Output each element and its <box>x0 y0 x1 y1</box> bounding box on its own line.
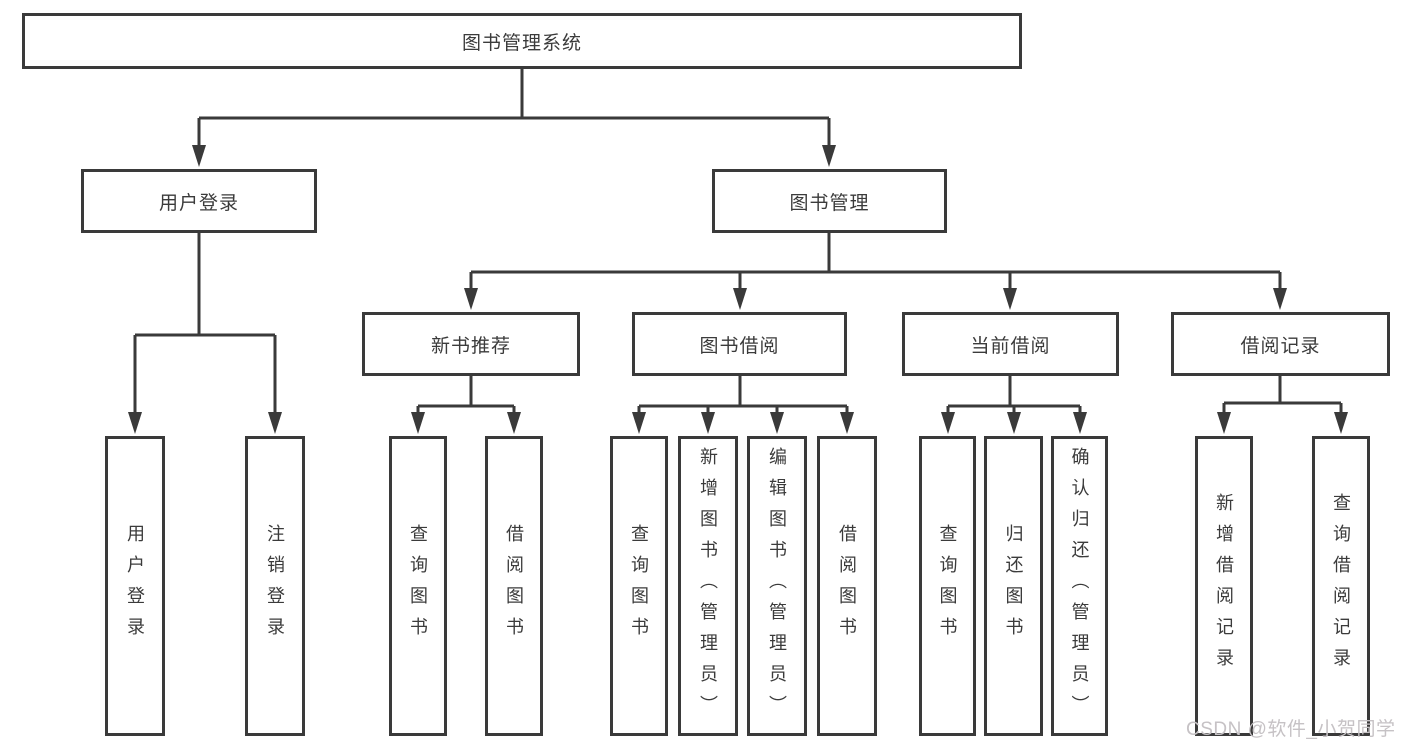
leaf-records-add-borrow-record-label: 新增借阅记录 <box>1214 493 1234 679</box>
leaf-records-query-borrow-record: 查询借阅记录 <box>1312 436 1370 736</box>
leaf-current-query-books: 查询图书 <box>919 436 976 736</box>
node-current-borrowing: 当前借阅 <box>902 312 1119 376</box>
leaf-logout-label: 注销登录 <box>265 524 285 648</box>
node-current-borrowing-label: 当前借阅 <box>970 335 1051 357</box>
node-system-root: 图书管理系统 <box>22 13 1022 69</box>
node-book-management-label: 图书管理 <box>789 192 870 214</box>
leaf-borrowing-edit-books-admin-label: 编辑图书（管理员） <box>767 446 787 726</box>
leaf-borrowing-borrow-books: 借阅图书 <box>817 436 877 736</box>
node-book-borrowing: 图书借阅 <box>632 312 847 376</box>
leaf-current-query-books-label: 查询图书 <box>937 524 958 648</box>
node-system-root-label: 图书管理系统 <box>461 32 582 54</box>
leaf-user-login: 用户登录 <box>105 436 165 736</box>
node-book-borrowing-label: 图书借阅 <box>699 335 780 357</box>
leaf-recommend-query-books: 查询图书 <box>389 436 447 736</box>
leaf-recommend-query-books-label: 查询图书 <box>408 524 428 648</box>
node-user-login-label: 用户登录 <box>158 192 239 214</box>
node-new-book-recommend: 新书推荐 <box>362 312 580 376</box>
leaf-borrowing-borrow-books-label: 借阅图书 <box>837 524 857 648</box>
leaf-borrowing-add-books-admin: 新增图书（管理员） <box>678 436 738 736</box>
watermark: CSDN @软件_小贺同学 <box>1186 719 1396 740</box>
node-borrow-records-label: 借阅记录 <box>1240 335 1321 357</box>
leaf-borrowing-add-books-admin-label: 新增图书（管理员） <box>698 446 718 726</box>
leaf-current-confirm-return-admin: 确认归还（管理员） <box>1051 436 1108 736</box>
leaf-records-query-borrow-record-label: 查询借阅记录 <box>1331 493 1351 679</box>
leaf-user-login-label: 用户登录 <box>125 524 145 648</box>
leaf-current-return-books: 归还图书 <box>984 436 1043 736</box>
node-new-book-recommend-label: 新书推荐 <box>430 335 511 357</box>
leaf-borrowing-edit-books-admin: 编辑图书（管理员） <box>747 436 807 736</box>
leaf-current-return-books-label: 归还图书 <box>1003 524 1024 648</box>
leaf-borrowing-query-books-label: 查询图书 <box>629 524 649 648</box>
leaf-current-confirm-return-admin-label: 确认归还（管理员） <box>1069 446 1090 726</box>
leaf-records-add-borrow-record: 新增借阅记录 <box>1195 436 1253 736</box>
leaf-recommend-borrow-books: 借阅图书 <box>485 436 543 736</box>
leaf-logout: 注销登录 <box>245 436 305 736</box>
node-book-management: 图书管理 <box>712 169 947 233</box>
node-user-login: 用户登录 <box>81 169 317 233</box>
arrowheads <box>128 145 1348 434</box>
leaf-borrowing-query-books: 查询图书 <box>610 436 668 736</box>
leaf-recommend-borrow-books-label: 借阅图书 <box>504 524 524 648</box>
node-borrow-records: 借阅记录 <box>1171 312 1390 376</box>
